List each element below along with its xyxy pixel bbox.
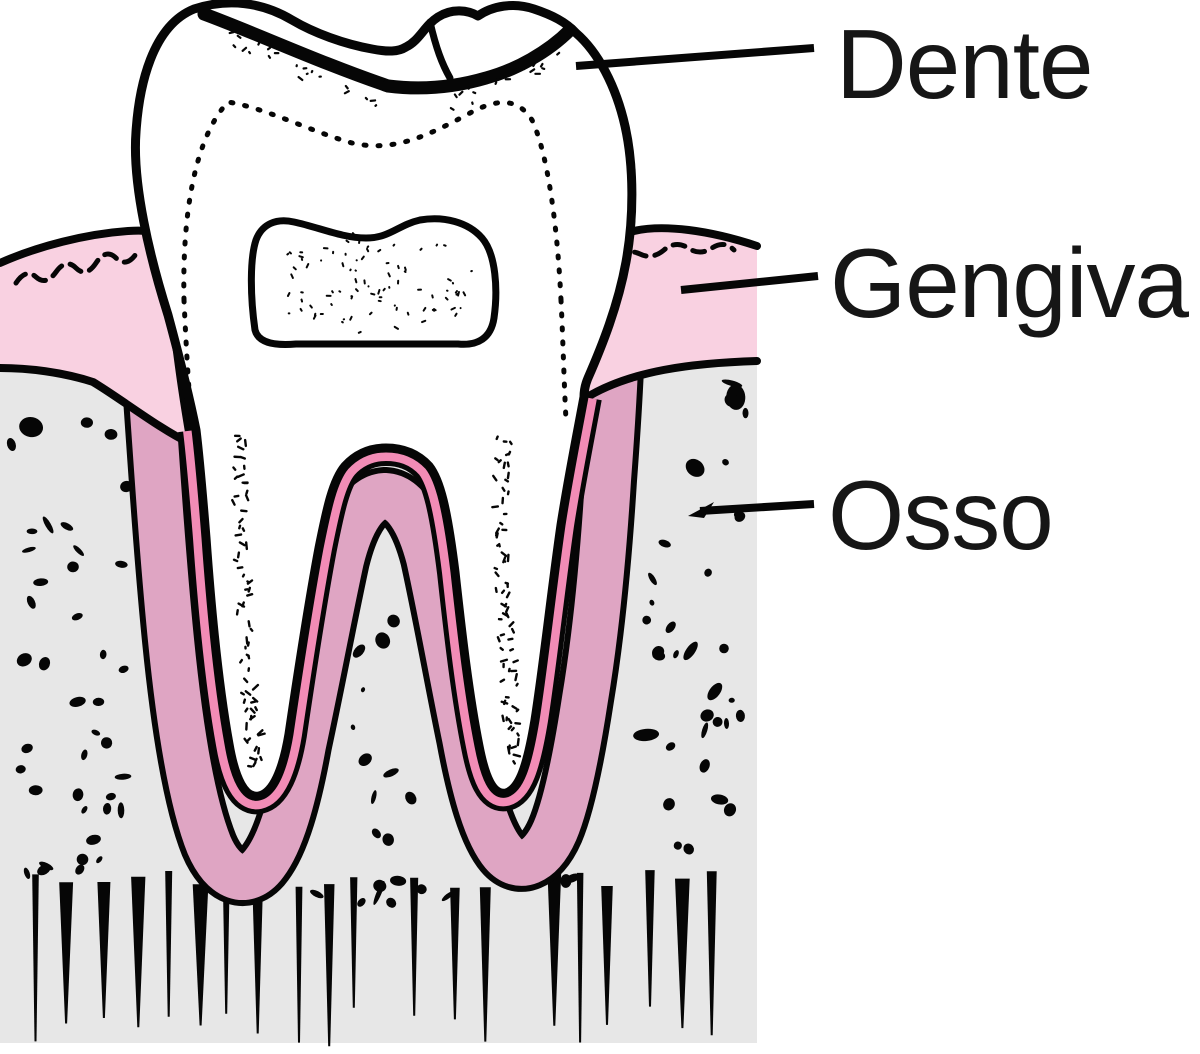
leader-line-dente (575, 44, 815, 70)
dentin-dotted-line (181, 99, 564, 303)
leader-osso-tick (688, 502, 714, 518)
label-dente: Dente (836, 9, 1093, 119)
gum-left-fill (0, 230, 191, 444)
crown-occlusal-detail (197, 7, 577, 111)
occlusal-stipple (228, 31, 561, 111)
gum-left-texture (13, 251, 139, 286)
label-gengiva: Gengiva (830, 228, 1190, 338)
leader-line-osso (699, 500, 815, 515)
pulp-stipple (286, 232, 473, 334)
leader-line-gengiva (680, 272, 819, 294)
label-osso: Osso (828, 460, 1053, 570)
bone-speckle-texture (6, 379, 749, 908)
annotations: Dente Gengiva Osso (575, 9, 1191, 570)
root-canals (231, 434, 522, 768)
dentin-dotted-left-tail (181, 297, 195, 431)
gum-right-texture (613, 242, 737, 263)
ligament-fill (127, 366, 638, 900)
occlusal-groove-left (197, 7, 395, 93)
dentin-dotted-right-tail (558, 297, 569, 423)
occlusal-groove-right (381, 23, 577, 95)
pulp-chamber-outline (247, 215, 500, 348)
periodontal-ligament-band (121, 366, 644, 906)
bone-bottom-fringe (32, 870, 717, 1047)
pulp-chamber (247, 215, 500, 348)
occlusal-groove-center (426, 18, 454, 82)
